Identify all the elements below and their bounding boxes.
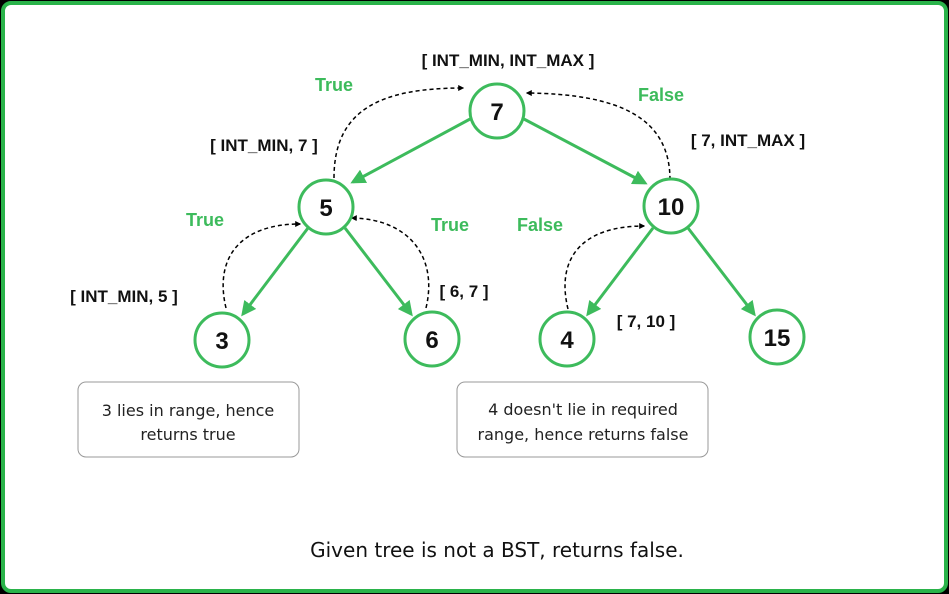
node-7: 7 [468,82,526,140]
return-arrows [222,85,671,310]
node-5-label: 5 [319,195,332,222]
result-label-4-to-10: False [517,215,563,235]
node-3-label: 3 [215,328,228,355]
result-label-10-to-7: False [638,85,684,105]
range-labels: [ INT_MIN, INT_MAX ] [ INT_MIN, 7 ] [ 7,… [70,51,805,331]
result-label-5-to-7: True [315,75,353,95]
range-label-6: [ 6, 7 ] [439,282,488,301]
node-6-label: 6 [425,327,438,354]
node-4: 4 [538,310,596,368]
return-arrow-6-to-5 [350,215,430,309]
note-box-3: 3 lies in range, hence returns true [77,381,300,458]
edge-10-15 [686,227,756,317]
note-3-line-1: 3 lies in range, hence [102,401,275,420]
node-15-label: 15 [764,325,791,352]
range-label-4: [ 7, 10 ] [617,312,676,331]
return-arrow-5-to-7 [333,85,465,179]
tree-nodes: 7 5 10 3 6 4 15 [193,82,806,369]
return-arrow-3-to-5 [222,221,302,309]
edge-5-3 [241,227,310,317]
diagram-caption: Given tree is not a BST, returns false. [310,538,684,562]
node-5: 5 [297,178,355,236]
return-arrow-10-to-7 [525,90,671,181]
node-3: 3 [193,311,251,369]
node-7-label: 7 [490,99,503,126]
note-4-line-2: range, hence returns false [478,425,689,444]
note-4-line-1: 4 doesn't lie in required [488,400,678,419]
node-15: 15 [748,308,806,366]
return-arrow-4-to-10 [564,223,646,310]
node-4-label: 4 [560,327,574,354]
tree-edges [241,116,756,317]
edge-7-10 [521,116,648,185]
range-label-5: [ INT_MIN, 7 ] [210,136,318,155]
edge-7-5 [350,116,473,184]
node-6: 6 [403,310,461,368]
edge-5-6 [343,227,413,317]
result-label-3-to-5: True [186,210,224,230]
note-3-line-2: returns true [140,425,235,444]
range-label-7: [ INT_MIN, INT_MAX ] [422,51,595,70]
range-label-10: [ 7, INT_MAX ] [691,131,805,150]
result-label-6-to-5: True [431,215,469,235]
range-label-3: [ INT_MIN, 5 ] [70,287,178,306]
result-labels: True False True True False [186,75,684,235]
note-box-4: 4 doesn't lie in required range, hence r… [456,381,709,458]
node-10-label: 10 [658,194,685,221]
node-10: 10 [642,177,700,235]
edge-10-4 [586,227,655,317]
